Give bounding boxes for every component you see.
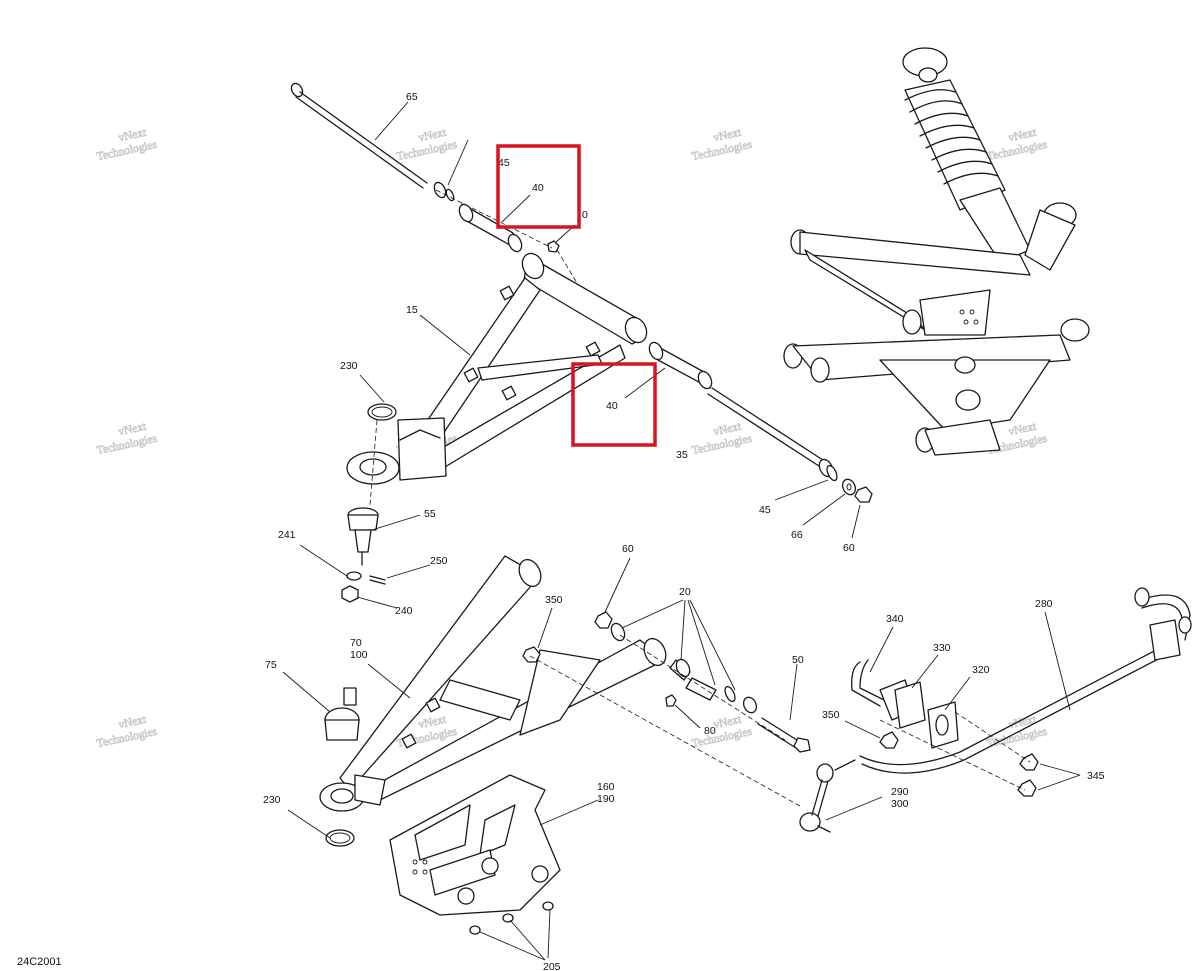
bushing-40-top[interactable] <box>457 202 524 253</box>
callout-75: 75 <box>265 659 277 671</box>
callout-230-bottom: 230 <box>263 794 281 806</box>
watermark: vNext Technologies <box>395 126 459 163</box>
callout-35: 35 <box>676 449 688 461</box>
watermark: vNext Technologies <box>690 713 754 750</box>
lower-a-arm-70[interactable] <box>319 555 670 812</box>
callout-190: 190 <box>597 793 615 805</box>
bolt-50[interactable] <box>757 717 811 753</box>
highlight-box-40-mid[interactable] <box>571 362 657 447</box>
ball-joint-55[interactable] <box>347 507 379 566</box>
watermark: vNext Technologies <box>95 126 159 163</box>
callout-320: 320 <box>972 664 990 676</box>
callout-230-top: 230 <box>340 360 358 372</box>
callout-340: 340 <box>886 613 904 625</box>
bushing-320[interactable] <box>927 701 959 749</box>
callout-280: 280 <box>1035 598 1053 610</box>
callout-60-mid: 60 <box>622 543 634 555</box>
cotter-pin-250[interactable] <box>369 575 386 585</box>
callout-40-top: 40 <box>532 182 544 194</box>
leader-lines <box>282 101 1081 961</box>
nut-60-right[interactable] <box>854 486 873 503</box>
nut-240[interactable] <box>341 585 359 603</box>
washer-45-top[interactable] <box>432 181 448 200</box>
upper-a-arm-15[interactable] <box>346 250 651 485</box>
callout-55: 55 <box>424 508 436 520</box>
watermark: vNext Technologies <box>690 126 754 163</box>
sway-bar-assembly <box>799 587 1192 833</box>
callout-65: 65 <box>406 91 418 103</box>
washer-66-right[interactable] <box>840 477 858 497</box>
washer-241[interactable] <box>346 571 362 581</box>
callout-290: 290 <box>891 786 909 798</box>
washer-45-right[interactable] <box>825 464 839 482</box>
sway-bar-280[interactable] <box>859 587 1192 774</box>
watermark: vNext Technologies <box>985 126 1049 163</box>
retaining-ring-230-top[interactable] <box>367 403 397 421</box>
callout-205: 205 <box>543 961 561 971</box>
callout-330: 330 <box>933 642 951 654</box>
callout-60-top: 0 <box>582 209 588 221</box>
callout-15: 15 <box>406 304 418 316</box>
callout-70: 70 <box>350 637 362 649</box>
callout-60-right: 60 <box>843 542 855 554</box>
callout-241: 241 <box>278 529 296 541</box>
nut-350-left[interactable] <box>522 646 541 663</box>
callout-50: 50 <box>792 654 804 666</box>
sway-bar-link-290[interactable] <box>799 759 856 833</box>
callout-350-right: 350 <box>822 709 840 721</box>
watermark: vNext Technologies <box>95 420 159 457</box>
clamp-330[interactable] <box>894 681 926 729</box>
nuts-345[interactable] <box>1017 753 1039 797</box>
callout-240: 240 <box>395 605 413 617</box>
callout-250: 250 <box>430 555 448 567</box>
nut-80[interactable] <box>665 694 677 707</box>
callout-345: 345 <box>1087 770 1105 782</box>
assembled-upper-arm[interactable] <box>790 229 1031 336</box>
ball-joint-75[interactable] <box>324 687 360 741</box>
skid-plate-160[interactable] <box>389 774 561 916</box>
highlight-box-40-top[interactable] <box>496 144 581 229</box>
callout-300: 300 <box>891 798 909 810</box>
bolt-65[interactable] <box>289 81 428 189</box>
callout-labels: 65 45 40 0 15 230 40 35 45 66 60 55 241 … <box>263 91 1105 971</box>
callout-45-right: 45 <box>759 504 771 516</box>
watermark: vNext Technologies <box>690 420 754 457</box>
callout-80: 80 <box>704 725 716 737</box>
upper-a-arm-assembly <box>289 81 873 603</box>
lower-a-arm-assembly <box>319 555 811 935</box>
bushing-40-mid[interactable] <box>647 340 714 390</box>
callout-45-top: 45 <box>498 157 510 169</box>
callout-66: 66 <box>791 529 803 541</box>
shock-absorber[interactable] <box>902 47 1031 263</box>
nut-60-mid[interactable] <box>594 611 613 629</box>
highlight-boxes <box>496 144 657 447</box>
callout-40-mid: 40 <box>606 400 618 412</box>
assembled-suspension-view <box>783 47 1090 456</box>
watermark: vNext Technologies <box>95 713 159 750</box>
diagram-id-code: 24C2001 <box>17 956 62 968</box>
callout-350-left: 350 <box>545 594 563 606</box>
callout-160: 160 <box>597 781 615 793</box>
nut-60-top[interactable] <box>547 240 560 253</box>
callout-100: 100 <box>350 649 368 661</box>
bushings-20[interactable] <box>609 621 759 714</box>
nut-350-right[interactable] <box>879 731 899 749</box>
assembled-lower-arm[interactable] <box>783 318 1090 456</box>
callout-20: 20 <box>679 586 691 598</box>
retaining-ring-230-bottom[interactable] <box>325 829 355 847</box>
knuckle[interactable] <box>1024 202 1077 271</box>
